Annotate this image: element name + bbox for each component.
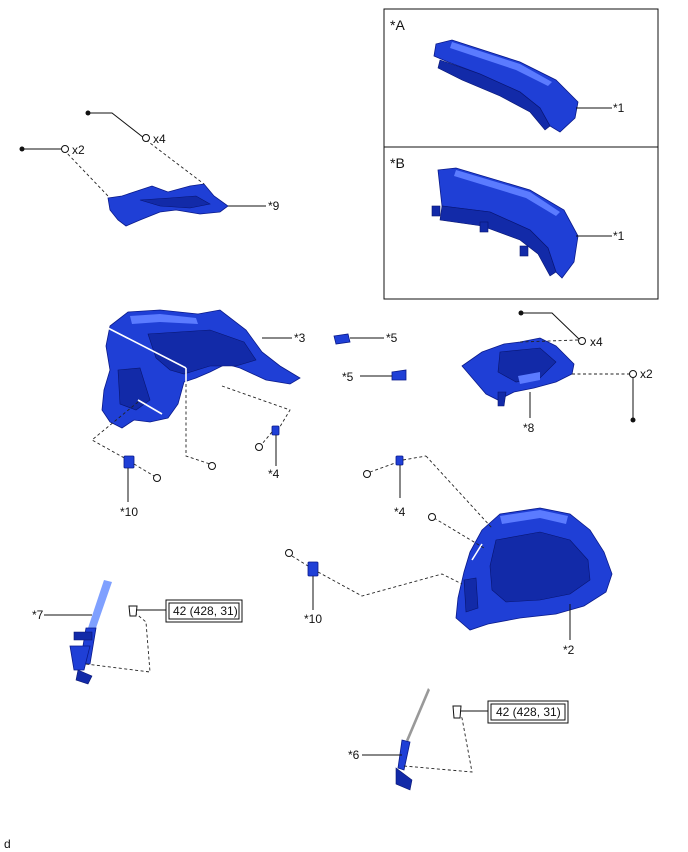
svg-text:42 (428, 31): 42 (428, 31) [496, 705, 561, 719]
callout-3: *3 [294, 331, 306, 345]
inset-frame: *A *B [383, 8, 659, 300]
part-7: *7 42 (428, 31) [32, 580, 243, 685]
clip-icon [142, 134, 150, 142]
callout-8: *8 [523, 421, 535, 435]
qty-x4-right: x4 [590, 335, 603, 349]
view-b-label: *B [390, 155, 405, 171]
callout-5-a: *5 [386, 331, 398, 345]
clip-icon [629, 370, 637, 378]
callout-1-a: *1 [613, 101, 625, 115]
part-6: *6 42 (428, 31) [348, 688, 569, 791]
part-5-clips: *5 *5 [333, 331, 407, 384]
illustration-code: d [4, 837, 11, 851]
screw-icon [428, 513, 436, 521]
inset-b-part: *1 [431, 167, 625, 279]
callout-4-left: *4 [268, 467, 280, 481]
part-2: *2 [425, 455, 613, 657]
callout-6: *6 [348, 748, 360, 762]
callout-10-right: *10 [304, 612, 322, 626]
callout-4-right: *4 [394, 505, 406, 519]
inset-a-part: *1 [433, 39, 625, 133]
screw-icon [255, 443, 263, 451]
screw-icon [153, 474, 161, 482]
part-8: *8 x4 x2 [461, 310, 653, 435]
callout-9: *9 [268, 199, 280, 213]
callout-10-left: *10 [120, 505, 138, 519]
view-a-label: *A [390, 17, 405, 33]
svg-text:42 (428, 31): 42 (428, 31) [173, 604, 238, 618]
screw-icon [208, 462, 216, 470]
fasteners-top-left: x4 x2 [19, 110, 166, 157]
clip-icon [61, 145, 69, 153]
callout-5-b: *5 [342, 370, 354, 384]
qty-x4-top: x4 [153, 132, 166, 146]
fasteners-part-3: *10 *4 [120, 425, 280, 519]
callout-7: *7 [32, 608, 44, 622]
part-9: *9 [63, 139, 280, 227]
callout-2: *2 [563, 643, 575, 657]
qty-x2-top: x2 [72, 143, 85, 157]
torque-spec-right: 42 (428, 31) [487, 700, 569, 724]
screw-icon [363, 470, 371, 478]
clip-icon [578, 337, 586, 345]
part-3: *3 [91, 309, 306, 465]
fasteners-part-2: *4 *10 [285, 455, 463, 626]
screw-icon [285, 549, 293, 557]
qty-x2-right: x2 [640, 367, 653, 381]
callout-1-b: *1 [613, 229, 625, 243]
torque-spec-left: 42 (428, 31) [165, 599, 243, 623]
